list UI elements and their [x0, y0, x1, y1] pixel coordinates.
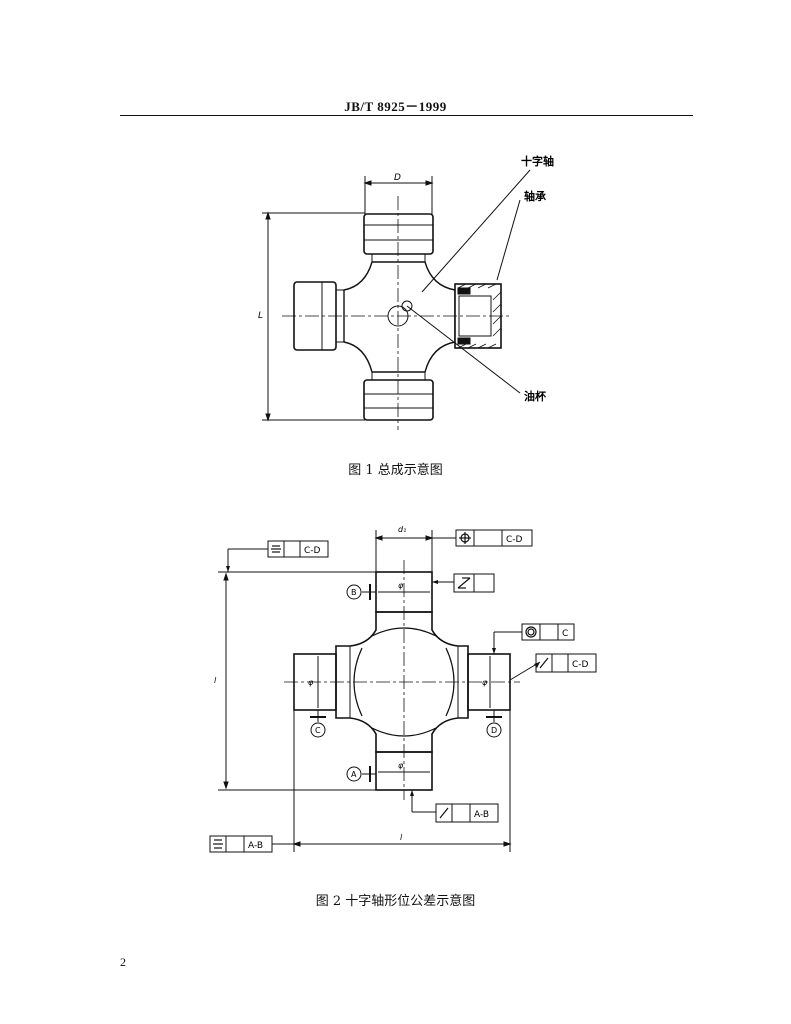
figure-2-tolerance-drawing: d₁ l l φ φ φ φ B A C D C-D C-D C C-D A-B…: [209, 525, 597, 853]
dim-phi-bottom-label: φ: [398, 761, 404, 770]
label-grease-cup: 油杯: [524, 389, 547, 403]
datum-c-label: C: [315, 726, 321, 735]
figure-2-caption: 图 2 十字轴形位公差示意图: [315, 894, 476, 909]
dim-phi-top-label: φ: [398, 581, 404, 590]
datum-b-label: B: [351, 588, 357, 597]
dim-l-vertical-label: l: [214, 676, 217, 685]
dim-D-label: D: [394, 173, 401, 183]
figure-1-assembly-drawing: D L 十字轴 轴承 油杯: [258, 154, 554, 430]
dim-L-label: L: [258, 311, 263, 321]
fcf-runout-bottom-ref: A-B: [474, 810, 489, 820]
datum-a-label: A: [351, 770, 357, 779]
fcf-pos-top-ref: C-D: [506, 535, 523, 545]
label-spider: 十字轴: [521, 154, 554, 168]
dim-phi-right-label: φ: [482, 678, 488, 687]
figure-1-caption: 图 1 总成示意图: [348, 463, 443, 478]
fcf-runout-right-ref: C-D: [572, 660, 589, 670]
dim-d1-label: d₁: [398, 525, 406, 534]
label-bearing: 轴承: [524, 189, 547, 203]
fcf-sym-top-left-ref: C-D: [304, 546, 321, 556]
dim-phi-left-label: φ: [308, 678, 314, 687]
fcf-sym-bottom-left-ref: A-B: [248, 841, 263, 851]
datum-d-label: D: [491, 726, 497, 735]
header-rule: [120, 115, 693, 116]
fcf-round-right-ref: C: [562, 629, 568, 639]
page-number: 2: [120, 955, 126, 969]
dim-l-horizontal-label: l: [400, 833, 403, 842]
page-header: JB/T 8925－1999: [344, 99, 447, 114]
